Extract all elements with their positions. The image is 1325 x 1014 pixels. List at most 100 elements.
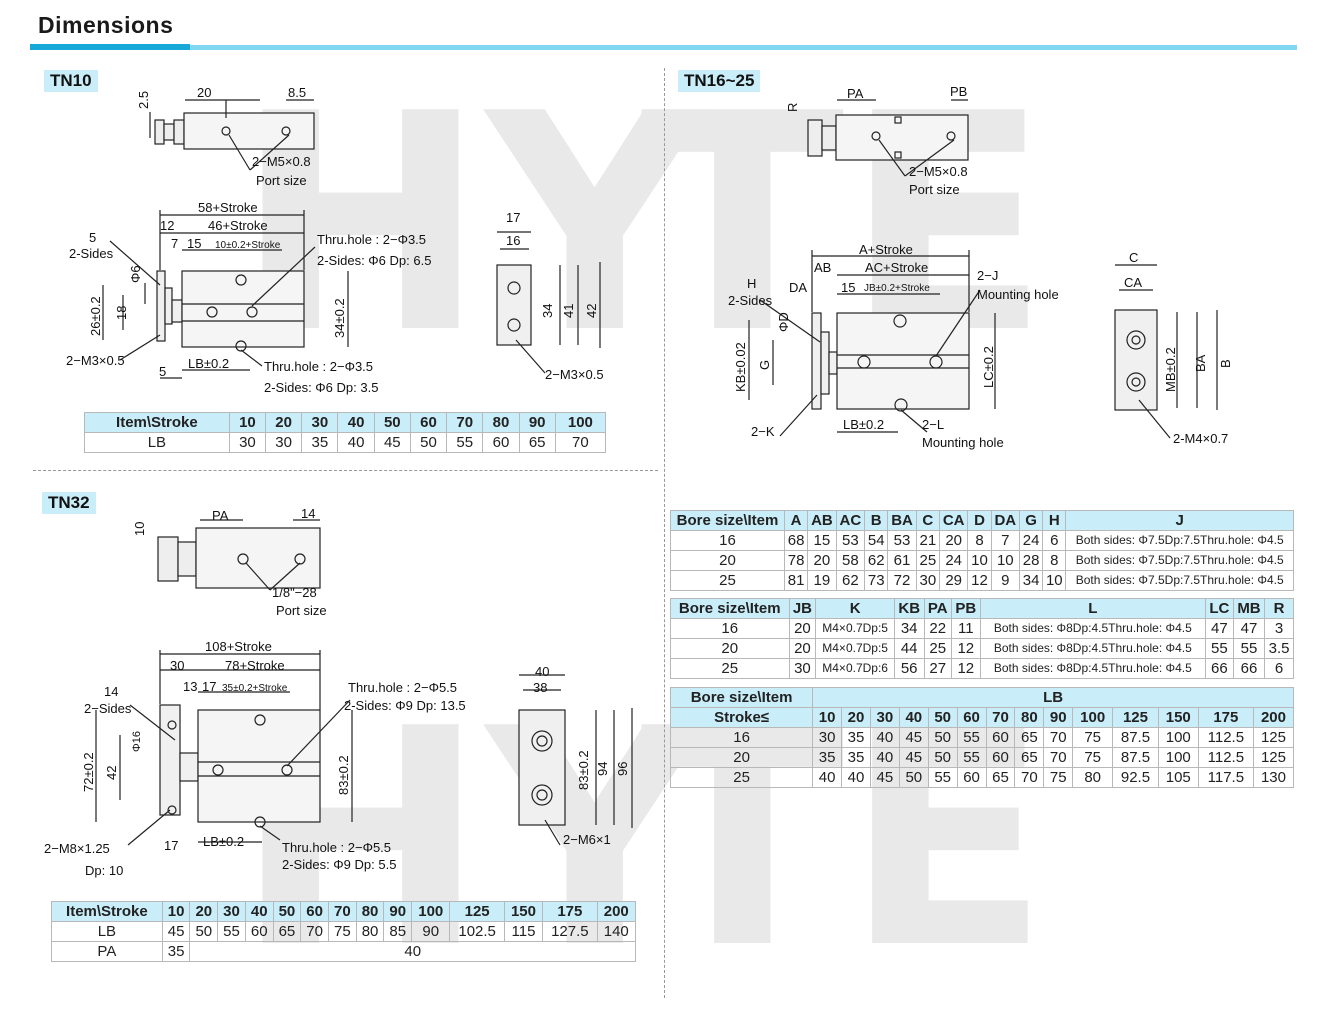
table-cell: 50 [898,767,929,788]
tn16-g: G [757,360,772,370]
tn10-dim-5b: 5 [159,364,166,379]
table-cell: 87.5 [1112,727,1159,748]
table-cell: 87.5 [1112,747,1159,768]
tn10-end-m3: 2−M3×0.5 [545,367,604,382]
table-cell: 55 [217,921,246,942]
table-cell: 9 [990,570,1021,591]
tn16-aps: A+Stroke [859,242,913,257]
table-header-cell: 175 [542,901,598,922]
table-cell: 115 [503,921,544,942]
table-header-cell: DA [990,510,1021,531]
tn16-c: C [1129,250,1138,265]
tn16-acs: AC+Stroke [865,260,928,275]
table-cell: 22 [923,618,952,639]
table-header-cell: 20 [265,412,303,433]
table-cell: 21 [915,530,940,551]
table-cell: 100 [1157,747,1199,768]
table-cell: Both sides: Φ8Dp:4.5Thru.hole: Φ4.5 [979,638,1207,659]
tn32-len78: 78+Stroke [225,658,285,673]
tn32-dim-30: 30 [170,658,184,673]
tn10-dim-12: 12 [160,218,174,233]
tn10-dim-20: 20 [197,85,211,100]
tn32-label: TN32 [42,492,96,514]
table-cell: 62 [835,570,866,591]
table-cell: 30 [915,570,940,591]
tn10-sides-dp1: 2-Sides: Φ6 Dp: 6.5 [317,253,431,268]
table-cell: 25 [669,767,814,788]
tn16-label: TN16~25 [678,70,761,92]
table-header-cell: 150 [1157,707,1199,728]
tn32-dim-83: 83±0.2 [336,755,351,795]
table-header-cell: 70 [446,412,484,433]
table-cell: 54 [864,530,889,551]
tn32-end-38: 38 [533,680,547,695]
table-cell: 3 [1264,618,1294,639]
table-cell: 27 [923,658,952,679]
tn10-lb: LB±0.2 [188,356,229,371]
table-header-cell: J [1065,510,1294,531]
tn10-dim-7: 7 [171,236,178,251]
tn10-dim-5: 5 [89,230,96,245]
tn16-jbs: JB±0.2+Stroke [864,283,930,294]
table-cell: 61 [887,550,917,571]
table-header-cell: 60 [409,412,448,433]
table-header-cell: 90 [383,901,413,922]
tn32-dim-14b: 14 [104,684,118,699]
table-header-cell: 20 [189,901,219,922]
table-cell: 11 [950,618,981,639]
tn10-dim-18: 18 [114,306,129,320]
table-header-cell: 40 [244,901,274,922]
table-header-cell: R [1264,598,1294,619]
table-cell: 16 [669,727,814,748]
table-cell: 92.5 [1112,767,1159,788]
table-cell: 65 [518,432,556,453]
tn16-lc: LC±0.2 [981,346,996,388]
table-cell: 90 [411,921,451,942]
tn32-dim-42: 42 [104,766,119,780]
tn10-dim-34: 34±0.2 [332,298,347,338]
tn10-port-thread: 2−M5×0.8 [252,154,311,169]
table-cell: Both sides: Φ8Dp:4.5Thru.hole: Φ4.5 [979,618,1207,639]
tn32-end-83: 83±0.2 [576,750,591,790]
table-header-cell: Item\Stroke [84,412,230,433]
table-header-cell: AB [807,510,837,531]
tn10-table: Item\Stroke 10 20 30 40 50 60 70 80 90 1… [84,412,607,453]
table-header-cell: 200 [596,901,637,922]
table-header-cell: 100 [554,412,607,433]
table-cell: 10 [967,550,992,571]
table-cell: 75 [327,921,357,942]
table-cell: 65 [1014,727,1045,748]
table-cell: 55 [927,767,958,788]
tn10-len46: 46+Stroke [208,218,268,233]
table-header-cell: 30 [217,901,246,922]
table-header-cell: 40 [337,412,375,433]
table-cell: 30 [788,658,817,679]
table-header-cell: MB [1232,598,1266,619]
tn32-thru1: Thru.hole : 2−Φ5.5 [348,680,457,695]
table-row: PA 35 40 [51,941,636,962]
table-header-cell: Stroke≤ [669,707,814,728]
table-cell: 50 [927,727,958,748]
tn10-dim-8-5: 8.5 [288,85,306,100]
table-cell: 68 [783,530,809,551]
tn16-phid: ΦD [776,312,791,332]
table-header-cell: Bore size\Item [670,598,790,619]
table-header-cell: 100 [411,901,451,922]
table-header-cell: G [1019,510,1044,531]
table-cell: 55 [1205,638,1234,659]
tn10-label: TN10 [44,70,98,92]
table-cell: 70 [1043,747,1074,768]
table-cell: 65 [985,767,1016,788]
tn16-b: B [1218,359,1233,368]
table-header-cell: PA [923,598,952,619]
tn10-end-42: 42 [584,304,599,318]
table-cell: 20 [807,550,837,571]
table-cell: 81 [783,570,809,591]
tn16-kb: KB±0.02 [733,342,748,392]
tn10-thru2: Thru.hole : 2−Φ3.5 [264,359,373,374]
table-cell: 45 [869,767,900,788]
tn32-dp10: Dp: 10 [85,863,123,878]
table-cell: 8 [967,530,992,551]
table-cell: 28 [1019,550,1044,571]
table-cell: 50 [927,747,958,768]
